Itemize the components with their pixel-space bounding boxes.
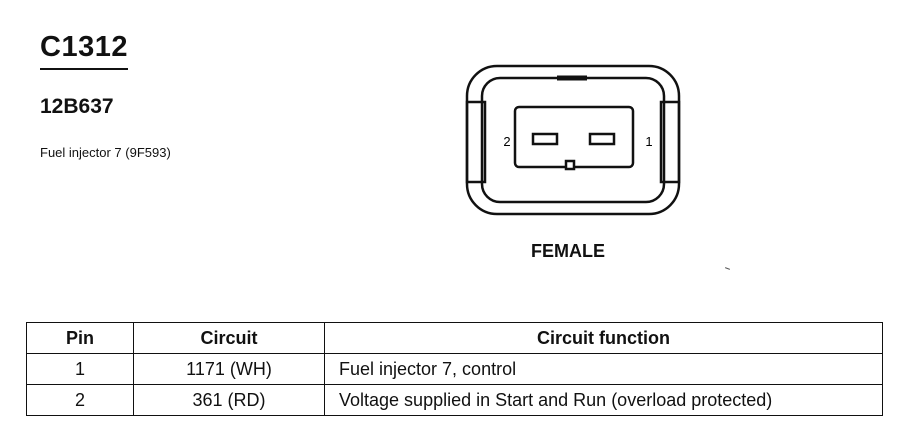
table-row: 2 361 (RD) Voltage supplied in Start and… [26, 384, 883, 416]
table-row: 1 1171 (WH) Fuel injector 7, control [26, 353, 883, 385]
connector-gender-label: FEMALE [531, 241, 605, 261]
pin-circuit-table: Pin Circuit Circuit function 1 1171 (WH)… [26, 322, 883, 416]
header-circuit: Circuit [133, 322, 325, 354]
terminal-slot-2 [531, 132, 559, 146]
cell-circuit: 1171 (WH) [133, 353, 325, 385]
connector-description: Fuel injector 7 (9F593) [40, 145, 171, 160]
stray-mark [724, 267, 731, 270]
connector-face-diagram: 2 1 [465, 64, 681, 216]
cell-circuit-function: Fuel injector 7, control [324, 353, 883, 385]
part-number: 12B637 [40, 95, 114, 118]
pin-label-2: 2 [503, 134, 510, 149]
key-notch [564, 159, 576, 171]
cell-pin: 1 [26, 353, 134, 385]
terminal-slot-1 [588, 132, 616, 146]
cell-circuit-function: Voltage supplied in Start and Run (overl… [324, 384, 883, 416]
table-header-row: Pin Circuit Circuit function [26, 322, 883, 354]
pin-label-1: 1 [645, 134, 652, 149]
header-circuit-function: Circuit function [324, 322, 883, 354]
right-lock-tab [659, 100, 681, 184]
connector-id: C1312 [40, 30, 128, 70]
left-lock-tab [465, 100, 487, 184]
header-pin: Pin [26, 322, 134, 354]
cell-pin: 2 [26, 384, 134, 416]
cell-circuit: 361 (RD) [133, 384, 325, 416]
